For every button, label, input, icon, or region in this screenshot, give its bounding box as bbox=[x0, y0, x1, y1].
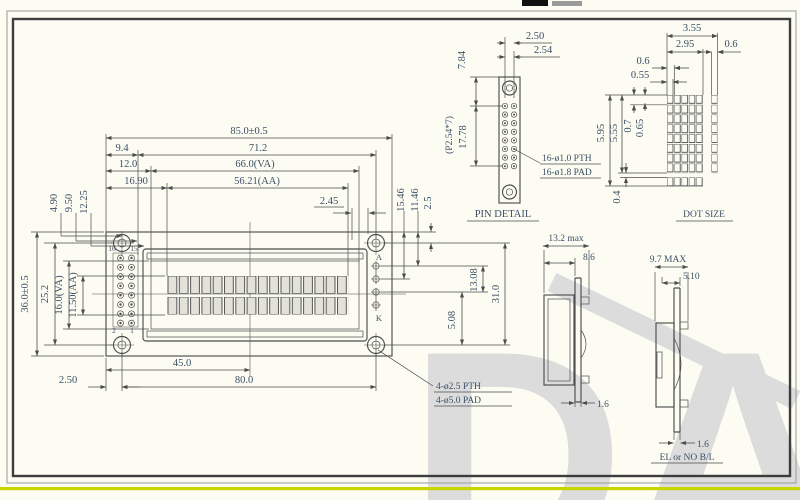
dim-16-90: 16.90 bbox=[124, 176, 148, 187]
sl-dim-1-6: 1.6 bbox=[597, 400, 609, 410]
dim-25-2: 25.2 bbox=[40, 285, 51, 303]
pin-label-2: 2 bbox=[112, 326, 116, 335]
dim-11-46: 11.46 bbox=[410, 188, 421, 211]
front-leaders bbox=[314, 206, 512, 407]
pd-callout-line1: 16-ø1.0 PTH bbox=[542, 154, 592, 164]
front-extension-lines bbox=[31, 134, 510, 391]
dim-71-2: 71.2 bbox=[249, 143, 267, 154]
dim-5-08: 5.08 bbox=[447, 311, 458, 329]
led-lens bbox=[580, 329, 587, 359]
anode-label: A bbox=[376, 252, 383, 262]
dim-overall-width: 85.0±0.5 bbox=[230, 126, 267, 137]
dim-2-45: 2.45 bbox=[320, 196, 338, 207]
pd-dim-7-84: 7.84 bbox=[457, 50, 468, 69]
se-dim-1-6: 1.6 bbox=[697, 440, 709, 450]
pin-label-16: 16 bbox=[108, 244, 116, 253]
led-pcb bbox=[574, 277, 582, 403]
display-window bbox=[150, 260, 360, 330]
el-bezel bbox=[655, 322, 675, 408]
ds-dim-0-4: 0.4 bbox=[612, 190, 623, 204]
dim-16-0-va: 16.0(VA) bbox=[54, 275, 65, 315]
dim-2-5: 2.5 bbox=[423, 196, 434, 209]
dim-2-50: 2.50 bbox=[59, 375, 77, 386]
dim-12-0: 12.0 bbox=[119, 159, 137, 170]
dim-11-50-aa: 11.50(AA) bbox=[68, 272, 79, 318]
hole-callout-line2: 4-ø5.0 PAD bbox=[436, 396, 481, 406]
watermark-text: DA bbox=[408, 288, 800, 500]
pin-detail-title: PIN DETAIL bbox=[475, 209, 532, 220]
top-mark-gray bbox=[552, 1, 582, 6]
pd-callout-line2: 16-ø1.8 PAD bbox=[542, 168, 592, 178]
dim-45-0: 45.0 bbox=[173, 358, 191, 369]
ds-dim-2-95: 2.95 bbox=[676, 39, 694, 50]
pd-dim-2-50: 2.50 bbox=[526, 31, 544, 42]
pin-strip-outline bbox=[498, 76, 521, 204]
accent-bar bbox=[0, 487, 800, 491]
hole-callout-line1: 4-ø2.5 PTH bbox=[436, 382, 481, 392]
ds-dim-0-6-right: 0.6 bbox=[724, 39, 737, 50]
char-row-2 bbox=[167, 297, 349, 315]
dot-size-title: DOT SIZE bbox=[683, 210, 725, 220]
sl-dim-8-6: 8.6 bbox=[583, 253, 595, 263]
char-row-1 bbox=[167, 276, 349, 294]
dot-matrix bbox=[667, 95, 704, 174]
watermark: DA bbox=[408, 272, 800, 500]
pin-field bbox=[112, 252, 139, 328]
pin-label-1: 1 bbox=[130, 326, 134, 335]
backlight-pins bbox=[370, 261, 382, 311]
ds-dim-0-7: 0.7 bbox=[623, 119, 634, 132]
se-dim-5-10: 5.10 bbox=[683, 272, 700, 282]
dim-4-90: 4.90 bbox=[49, 194, 60, 212]
ds-dim-5-95: 5.95 bbox=[596, 124, 607, 142]
dim-13-08: 13.08 bbox=[469, 268, 480, 292]
side-view-el: 9.7 MAX 5.10 1.6 EL or NO B/L bbox=[650, 255, 723, 464]
lcd-bezel bbox=[142, 248, 368, 342]
cathode-label: K bbox=[376, 313, 383, 323]
dim-9-4: 9.4 bbox=[115, 143, 129, 154]
dot-size-view: 3.55 2.95 0.6 0.6 0.55 5.95 5.55 0.7 0.6… bbox=[596, 23, 741, 222]
ds-dim-0-6: 0.6 bbox=[636, 56, 649, 67]
se-dim-9-7: 9.7 MAX bbox=[650, 255, 687, 265]
dim-80-0: 80.0 bbox=[235, 375, 253, 386]
ds-dim-0-55: 0.55 bbox=[631, 70, 649, 81]
dim-9-50: 9.50 bbox=[64, 194, 75, 212]
ds-dim-3-55: 3.55 bbox=[683, 23, 701, 34]
top-mark-dark bbox=[522, 0, 548, 6]
pin-label-15: 15 bbox=[130, 244, 138, 253]
led-bezel bbox=[543, 294, 575, 386]
pin-detail-extensions bbox=[467, 37, 601, 222]
cursor-column bbox=[711, 95, 718, 174]
front-view: 16 15 2 1 A K bbox=[92, 222, 406, 377]
el-lens bbox=[673, 337, 682, 391]
dim-overall-height: 36.0±0.5 bbox=[20, 275, 31, 312]
pd-dim-2-54: 2.54 bbox=[534, 45, 553, 56]
dim-15-46: 15.46 bbox=[396, 188, 407, 212]
dim-12-25: 12.25 bbox=[79, 190, 90, 214]
front-dimension-lines bbox=[34, 135, 508, 390]
pd-dim-17-78: 17.78 bbox=[458, 125, 469, 149]
ds-dim-5-55: 5.55 bbox=[609, 124, 620, 142]
front-dimension-texts: 85.0±0.5 9.4 71.2 12.0 66.0(VA) 16.90 56… bbox=[20, 126, 502, 406]
dim-31-0: 31.0 bbox=[491, 285, 502, 303]
sl-dim-13-2: 13.2 max bbox=[548, 234, 584, 244]
side-el-title: EL or NO B/L bbox=[660, 453, 715, 463]
ds-dim-0-65: 0.65 bbox=[635, 119, 646, 137]
dim-66-va: 66.0(VA) bbox=[235, 159, 275, 170]
side-view-led: 13.2 max 8.6 1.6 bbox=[542, 234, 609, 410]
pcb-outline bbox=[105, 231, 393, 357]
pd-dim-pitch: (P2.54*7) bbox=[444, 116, 455, 154]
cursor-row bbox=[667, 177, 704, 186]
pin-detail-view: 2.50 2.54 7.84 (P2.54*7) 17.78 16-ø1.0 P… bbox=[444, 31, 601, 222]
side-led-extensions bbox=[543, 250, 590, 407]
dim-56-21-aa: 56.21(AA) bbox=[234, 176, 280, 187]
